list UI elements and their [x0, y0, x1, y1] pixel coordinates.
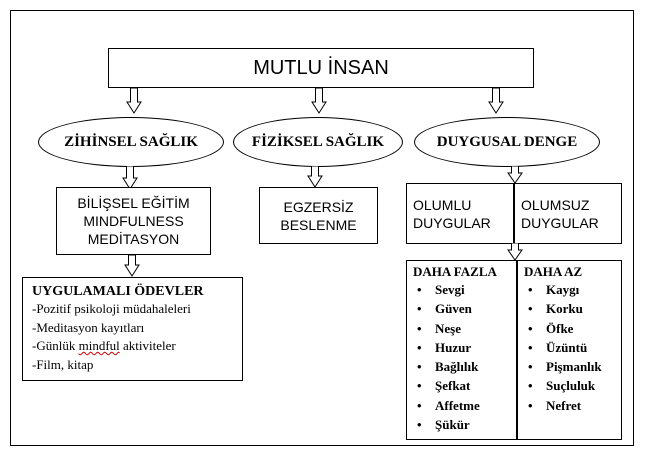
mental-method: MINDFULNESS: [83, 213, 184, 229]
physical-methods-box: EGZERSİZ BESLENME: [259, 187, 378, 244]
arrow-down-icon: [488, 88, 504, 114]
list-item: Huzur: [413, 338, 516, 358]
negative-emotions-label: OLUMSUZ: [521, 196, 590, 213]
practice-item-part: mindful: [78, 338, 120, 353]
arrow-down-icon: [126, 88, 142, 114]
list-item: Korku: [524, 299, 621, 319]
category-emotional-balance: DUYGUSAL DENGE: [414, 117, 600, 167]
list-item: Sevgi: [413, 280, 516, 300]
category-mental-health: ZİHİNSEL SAĞLIK: [38, 117, 224, 167]
mental-method: BİLİŞSEL EĞİTİM: [77, 195, 190, 211]
positive-emotions-box: OLUMLU DUYGULAR: [406, 183, 514, 244]
category-label: DUYGUSAL DENGE: [436, 133, 578, 150]
list-item: Güven: [413, 299, 516, 319]
arrow-down-icon: [124, 255, 140, 277]
practice-item: -Pozitif psikoloji müdahaleleri: [32, 301, 191, 316]
list-item: Pişmanlık: [524, 357, 621, 377]
category-label: FİZİKSEL SAĞLIK: [251, 133, 385, 150]
list-item: Şükür: [413, 415, 516, 435]
arrow-down-icon: [307, 166, 323, 188]
list-item: Bağlılık: [413, 357, 516, 377]
category-physical-health: FİZİKSEL SAĞLIK: [233, 117, 403, 167]
list-item: Suçluluk: [524, 376, 621, 396]
list-item: Affetme: [413, 396, 516, 416]
less-emotions-box: DAHA AZ Kaygı Korku Öfke Üzüntü Pişmanlı…: [517, 260, 622, 440]
more-emotions-title: DAHA FAZLA: [413, 264, 497, 279]
less-emotions-list: Kaygı Korku Öfke Üzüntü Pişmanlık Suçlul…: [524, 280, 621, 415]
positive-emotions-label: OLUMLU: [413, 196, 472, 213]
list-item: Nefret: [524, 396, 621, 416]
arrow-down-icon: [311, 88, 327, 114]
arrow-down-icon: [507, 243, 523, 261]
practice-item: -Meditasyon kayıtları: [32, 319, 145, 335]
practice-item-part: aktiviteler: [123, 338, 176, 353]
practice-item: -Film, kitap: [32, 356, 94, 372]
root-box: MUTLU İNSAN: [108, 48, 534, 88]
physical-method: BESLENME: [280, 216, 357, 233]
positive-emotions-label: DUYGULAR: [413, 214, 491, 231]
practice-item-part: -Günlük: [32, 338, 76, 353]
list-item: Öfke: [524, 319, 621, 339]
root-title: MUTLU İNSAN: [253, 56, 389, 79]
negative-emotions-label: DUYGULAR: [521, 214, 599, 231]
more-emotions-list: Sevgi Güven Neşe Huzur Bağlılık Şefkat A…: [413, 280, 516, 435]
mental-method: MEDİTASYON: [87, 231, 180, 247]
practice-item: -Günlük mindful aktiviteler: [32, 337, 242, 356]
list-item: Kaygı: [524, 280, 621, 300]
list-item: Neşe: [413, 319, 516, 339]
negative-emotions-box: OLUMSUZ DUYGULAR: [514, 183, 622, 244]
list-item: Üzüntü: [524, 338, 621, 358]
list-item: Şefkat: [413, 376, 516, 396]
category-label: ZİHİNSEL SAĞLIK: [64, 133, 198, 150]
practical-assignments-box: UYGULAMALI ÖDEVLER -Pozitif psikoloji mü…: [22, 277, 243, 381]
arrow-down-icon: [122, 166, 138, 190]
practical-assignments-title: UYGULAMALI ÖDEVLER: [32, 284, 204, 299]
mental-methods-box: BİLİŞSEL EĞİTİM MINDFULNESS MEDİTASYON: [56, 187, 211, 255]
diagram-frame: [10, 10, 634, 446]
less-emotions-title: DAHA AZ: [524, 264, 583, 279]
more-emotions-box: DAHA FAZLA Sevgi Güven Neşe Huzur Bağlıl…: [406, 260, 517, 440]
arrow-down-icon: [507, 166, 523, 184]
physical-method: EGZERSİZ: [283, 198, 354, 215]
